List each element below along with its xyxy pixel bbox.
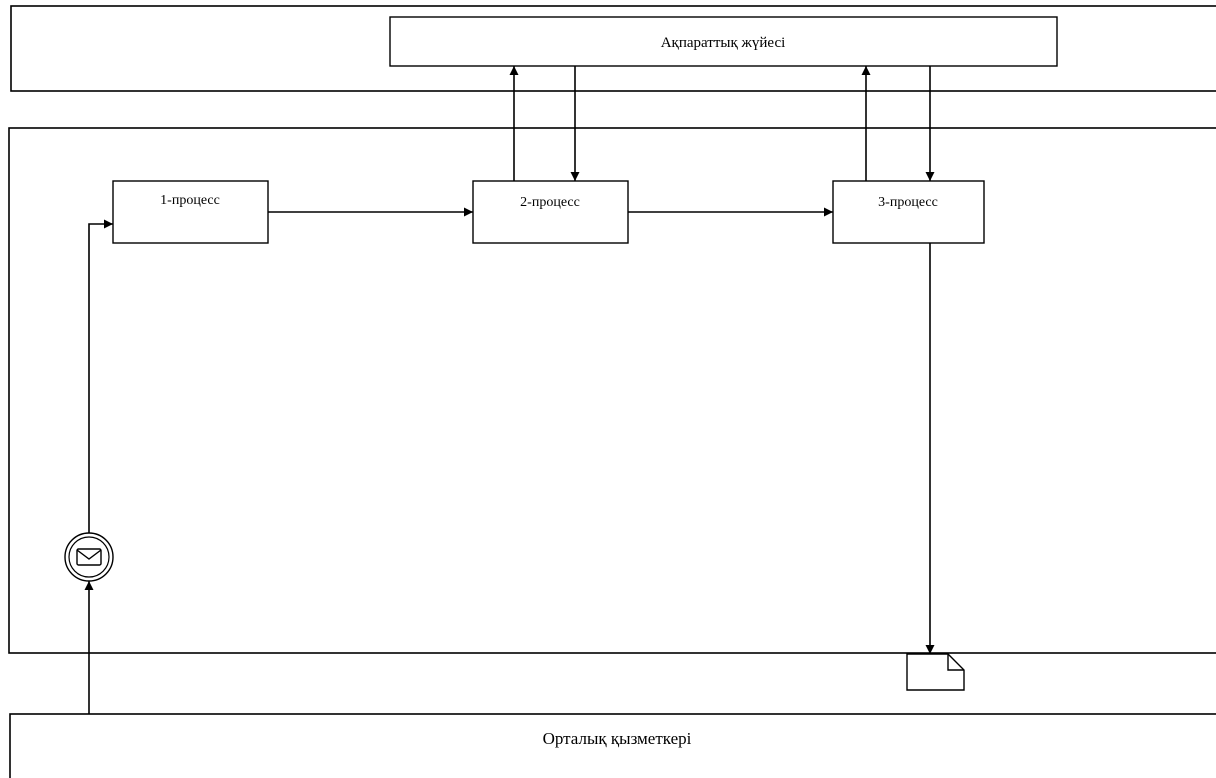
arrow-start-to-process1 — [88, 219, 113, 534]
process-1-label: 1-процесс — [160, 193, 220, 208]
document-icon — [906, 653, 965, 691]
info-system-box — [389, 16, 1058, 67]
envelope-icon — [64, 532, 114, 582]
info-system-label: Ақпараттық жүйесі — [661, 35, 786, 51]
process-1-box — [112, 180, 269, 244]
employee-label: Орталық қызметкері — [543, 729, 692, 748]
process-2-label: 2-процесс — [520, 195, 580, 210]
employee-lane — [9, 713, 1216, 778]
process-3-label: 3-процесс — [878, 195, 938, 210]
process-3-box — [832, 180, 985, 244]
process-2-box — [472, 180, 629, 244]
